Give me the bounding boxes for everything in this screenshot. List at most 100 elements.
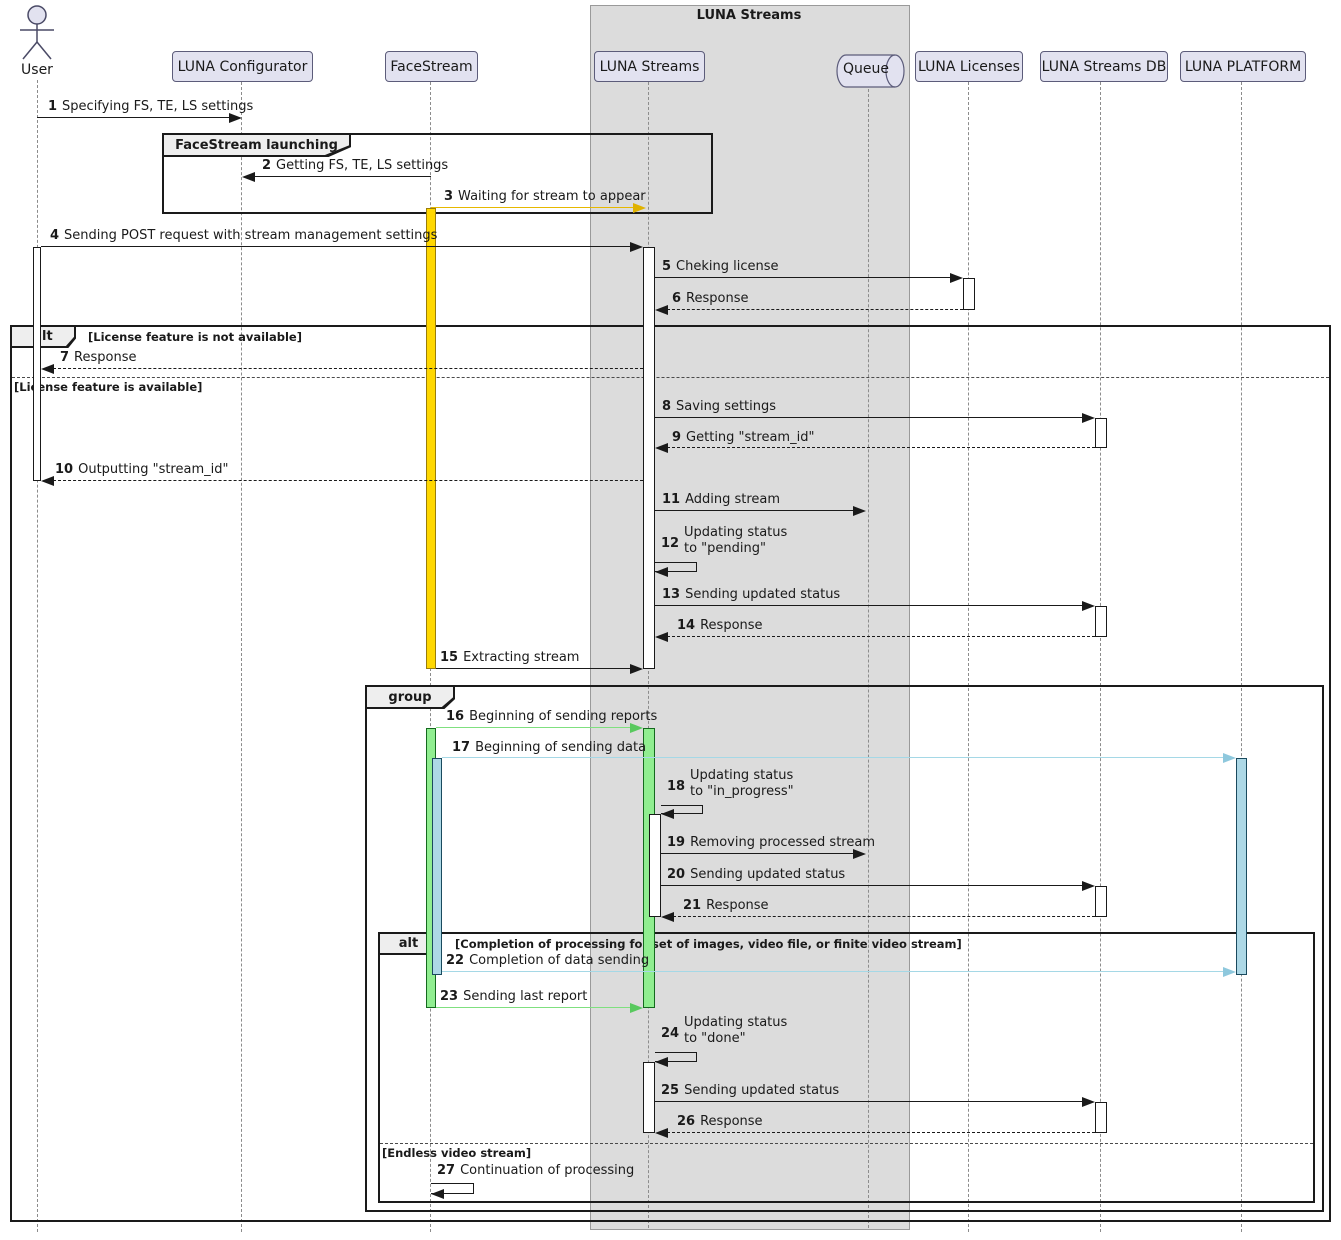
message-10-arrowhead [41, 476, 54, 486]
activation-streams-db-2 [1095, 606, 1107, 637]
frame-alt-completion-tab: alt [380, 934, 437, 953]
message-19-arrowhead [853, 849, 866, 859]
activation-facestream-gold [426, 208, 436, 669]
frame-alt-license-tab: alt [12, 327, 74, 346]
message-16-arrowhead [630, 723, 643, 733]
message-3-arrowhead [633, 203, 646, 213]
frame-alt-license-guard: [License feature is not available] [88, 330, 302, 344]
activation-streams-db-3 [1095, 886, 1107, 917]
lifeline-luna-licenses [968, 82, 969, 1232]
message-6-arrow [667, 309, 963, 310]
message-24-number: 24 [661, 1026, 680, 1041]
participant-luna-configurator: LUNA Configurator [172, 51, 313, 82]
message-25-arrowhead [1082, 1097, 1095, 1107]
message-14-arrowhead [655, 632, 668, 642]
message-17-arrow [442, 757, 1223, 758]
message-10-arrow [53, 480, 643, 481]
message-12-number: 12 [661, 536, 680, 551]
message-15-arrow [436, 668, 630, 669]
message-6-arrowhead [655, 305, 668, 315]
frame-alt-license-else-guard: [License feature is available] [14, 380, 203, 394]
user-actor-icon [15, 4, 59, 62]
frame-alt-completion-divider [380, 1143, 1313, 1144]
message-21-arrow [673, 916, 1095, 917]
activation-luna-licenses [963, 278, 975, 310]
message-15-arrowhead [630, 664, 643, 674]
frame-facestream-launching-tab: FaceStream launching [164, 135, 349, 155]
message-22-arrowhead [1223, 967, 1236, 977]
luna-streams-container-title: LUNA Streams [696, 8, 802, 23]
participant-facestream: FaceStream [385, 51, 478, 82]
activation-facestream-blue [432, 758, 442, 975]
message-26-arrow [667, 1132, 1095, 1133]
lifeline-luna-configurator [241, 82, 242, 1232]
activation-luna-streams-3 [643, 1062, 655, 1133]
message-26-arrowhead [655, 1128, 668, 1138]
lifeline-luna-platform [1241, 82, 1242, 1232]
message-5-arrowhead [950, 273, 963, 283]
message-24-arrowhead [655, 1057, 668, 1067]
message-4-arrowhead [630, 242, 643, 252]
participant-luna-platform: LUNA PLATFORM [1180, 51, 1306, 82]
message-1-arrowhead [229, 113, 242, 123]
participant-queue-label: Queue [843, 61, 889, 77]
message-7-arrow [53, 368, 643, 369]
message-2-arrowhead [242, 172, 255, 182]
message-9-arrow [667, 447, 1095, 448]
participant-luna-streams: LUNA Streams [594, 51, 705, 82]
message-27-arrowhead [431, 1189, 444, 1199]
frame-facestream-launching [162, 133, 713, 214]
message-17-arrowhead [1223, 753, 1236, 763]
activation-streams-db-4 [1095, 1102, 1107, 1133]
lifeline-user [37, 80, 38, 1232]
lifeline-queue [868, 89, 869, 1228]
message-4-arrow [41, 246, 630, 247]
frame-alt-license [10, 325, 1331, 1222]
message-14-arrow [667, 636, 1095, 637]
message-23-arrow [436, 1007, 630, 1008]
participant-queue-icon [834, 53, 906, 91]
message-7-arrowhead [41, 364, 54, 374]
frame-alt-completion [378, 932, 1315, 1203]
frame-group [365, 685, 1324, 1212]
activation-luna-streams-2 [649, 814, 661, 917]
activation-streams-db-1 [1095, 418, 1107, 448]
message-22-arrow [442, 971, 1223, 972]
message-24-selfloop [655, 1052, 697, 1062]
lifeline-luna-streams-db [1100, 82, 1101, 1232]
message-18-arrowhead [661, 809, 674, 819]
message-18-selfloop [661, 805, 703, 814]
message-21-arrowhead [661, 912, 674, 922]
activation-user [33, 247, 41, 481]
participant-luna-streams-db: LUNA Streams DB [1040, 51, 1168, 82]
message-5-arrow [655, 277, 950, 278]
message-11-arrow [655, 510, 853, 511]
message-19-arrow [661, 853, 853, 854]
message-12-selfloop [655, 562, 697, 572]
message-3-arrow [431, 207, 633, 208]
message-16-arrow [436, 727, 630, 728]
message-18-number: 18 [667, 779, 686, 794]
